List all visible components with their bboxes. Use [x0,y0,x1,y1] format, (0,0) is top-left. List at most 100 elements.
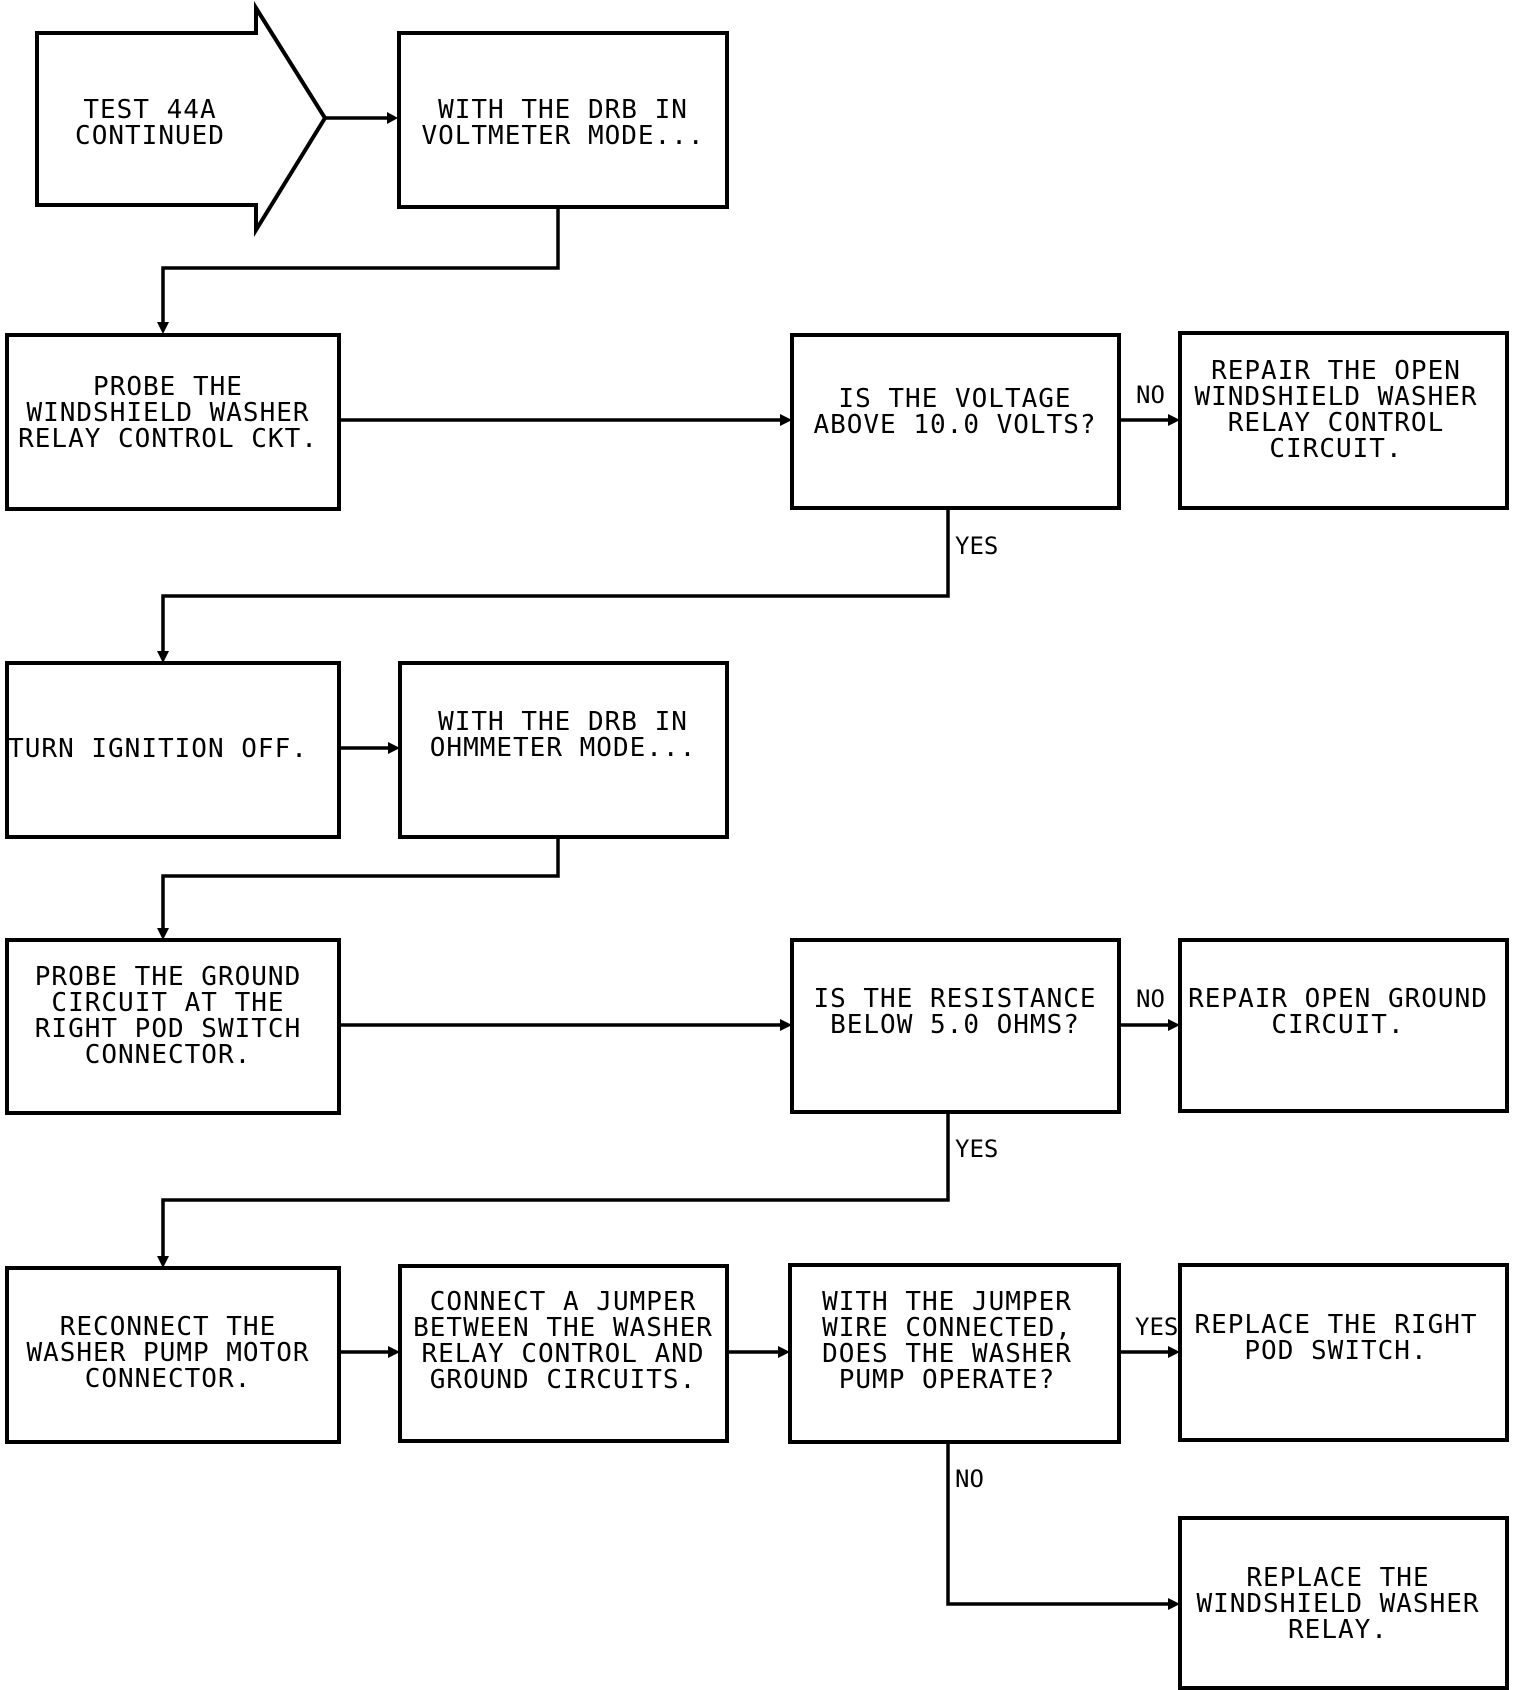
node-text-line: RELAY CONTROL CKT. [18,424,318,454]
node-text-line: BELOW 5.0 OHMS? [830,1010,1080,1040]
arrowhead [157,322,169,334]
node-text-line: REPLACE THE [1246,1563,1429,1593]
arrowhead [1168,1598,1180,1610]
arrowhead [388,742,400,754]
edge-q-voltage-yes [161,508,950,657]
node-q-pump [788,1263,1121,1444]
node-probe-ground [5,938,341,1115]
node-text-line: WITH THE DRB IN [438,95,688,125]
node-text-line: WINDSHIELD WASHER [1194,382,1477,412]
node-text-line: REPAIR THE OPEN [1211,356,1461,386]
node-text-line: WIRE CONNECTED, [822,1313,1072,1343]
node-text-line: CIRCUIT. [1271,1010,1404,1040]
node-voltmeter [397,31,729,209]
node-text-line: VOLTMETER MODE... [421,121,704,151]
node-text-line: RELAY CONTROL AND [421,1339,704,1369]
edge-label-resistance-no: NO [1136,985,1165,1013]
node-text-line: WINDSHIELD WASHER [1196,1589,1479,1619]
arrowhead [1168,414,1180,426]
node-reconnect [5,1266,341,1444]
node-text-line: PROBE THE [93,372,243,402]
node-text-line: GROUND CIRCUITS. [430,1365,696,1395]
edge-label-voltage-yes: YES [955,532,998,560]
node-text-line: OHMMETER MODE... [430,733,696,763]
node-text-line: PUMP OPERATE? [839,1365,1056,1395]
node-text-line: CIRCUIT. [1269,434,1402,464]
node-text-line: POD SWITCH. [1244,1336,1427,1366]
arrowhead [157,1256,169,1268]
arrowhead [157,928,169,940]
arrowhead [1168,1346,1180,1358]
node-text-line: CONTINUED [75,121,225,151]
edge-label-pump-yes: YES [1135,1313,1178,1341]
node-text-line: BETWEEN THE WASHER [413,1313,713,1343]
node-text-line: REPLACE THE RIGHT [1194,1310,1477,1340]
node-jumper [398,1264,729,1443]
node-text-line: ABOVE 10.0 VOLTS? [813,410,1096,440]
edge-label-resistance-yes: YES [955,1135,998,1163]
node-replace-switch [1178,1263,1509,1442]
node-q-resistance [790,938,1121,1114]
node-text-line: PROBE THE GROUND [35,962,301,992]
arrowhead [778,1346,790,1358]
edge-label-voltage-no: NO [1136,381,1165,409]
connectors [157,112,1180,1610]
arrowhead [388,1346,400,1358]
node-text-line: IS THE RESISTANCE [813,984,1096,1014]
edge-labels: NO YES NO YES YES NO [955,381,1178,1493]
node-text-line: CONNECTOR. [85,1040,252,1070]
node-text-line: WINDSHIELD WASHER [26,398,309,428]
node-text-line: REPAIR OPEN GROUND [1188,984,1488,1014]
edge-q-resistance-yes [161,1112,950,1262]
node-text-line: TURN IGNITION OFF. [8,734,308,764]
edge-voltmeter-to-probe-relay [161,207,560,328]
arrowhead [780,414,792,426]
node-repair-relay [1178,331,1509,510]
node-ignition-off-text: TURN IGNITION OFF. [8,734,308,764]
node-repair-ground [1178,938,1509,1113]
node-replace-relay [1178,1516,1509,1690]
node-text-line: IS THE VOLTAGE [838,384,1071,414]
start-arrow-shape [35,1,328,238]
node-text-line: TEST 44A [83,95,216,125]
node-text-line: WITH THE DRB IN [438,707,688,737]
node-ignition-off [5,661,341,839]
node-text-line: CIRCUIT AT THE [51,988,284,1018]
node-text-line: RECONNECT THE [60,1312,277,1342]
node-text-line: CONNECT A JUMPER [430,1287,696,1317]
edge-q-pump-no [946,1442,1174,1606]
node-text-line: RELAY CONTROL [1228,408,1445,438]
node-ohmmeter [398,661,729,839]
node-text-line: DOES THE WASHER [822,1339,1072,1369]
arrowhead [157,651,169,663]
node-text-line: CONNECTOR. [85,1364,252,1394]
node-text-line: WITH THE JUMPER [822,1287,1072,1317]
arrowhead [387,112,398,124]
node-probe-relay [5,333,341,511]
arrowhead [1168,1019,1180,1031]
node-text-line: WASHER PUMP MOTOR [26,1338,309,1368]
node-text-line: RIGHT POD SWITCH [35,1014,301,1044]
arrowhead [780,1019,792,1031]
edge-ohmmeter-to-probe-ground [161,837,560,934]
node-text-line: RELAY. [1288,1615,1388,1645]
edge-label-pump-no: NO [955,1465,984,1493]
node-q-voltage [790,333,1121,510]
